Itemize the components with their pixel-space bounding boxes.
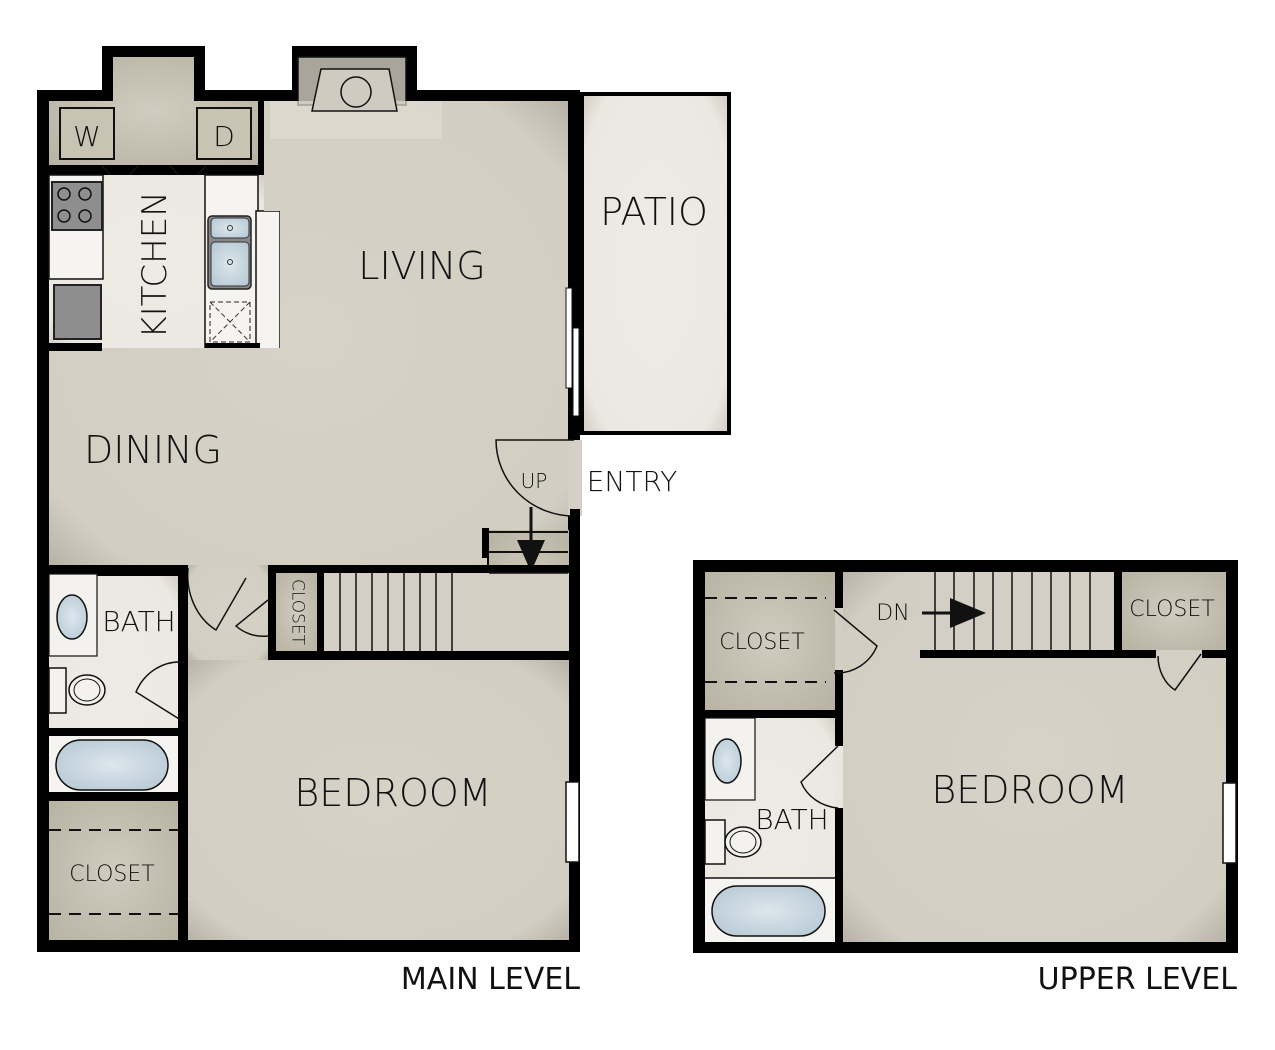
- main-bedroom: [188, 660, 569, 940]
- upper-bath-label: BATH: [755, 803, 829, 836]
- bedroom-closet: [49, 801, 178, 940]
- washer-label: W: [73, 120, 101, 153]
- hall-closet-label: CLOSET: [287, 578, 308, 646]
- stairs-arrow-icon: [517, 540, 545, 572]
- sink: [56, 594, 88, 640]
- dryer-label: D: [213, 120, 235, 153]
- bathtub: [711, 885, 826, 937]
- washer: [59, 107, 115, 160]
- patio: [580, 92, 731, 435]
- upper-level-plan: [693, 560, 1238, 953]
- kitchen-label: KITCHEN: [135, 191, 175, 339]
- upper-closet-right: [1122, 572, 1226, 650]
- entry-label: ENTRY: [586, 465, 678, 498]
- hall-closet: [276, 573, 317, 651]
- refrigerator: [53, 284, 102, 340]
- living-dining-room: [49, 101, 568, 565]
- main-bedroom-label: BEDROOM: [294, 771, 492, 815]
- living-label: LIVING: [358, 244, 486, 288]
- stairs-up-label: UP: [520, 469, 548, 493]
- upper-closet-right-label: CLOSET: [1129, 597, 1215, 622]
- window: [1222, 782, 1237, 864]
- stairs: [324, 573, 569, 651]
- bathtub: [55, 739, 169, 791]
- main-level-plan: [37, 46, 582, 952]
- upper-closet-left: [705, 572, 835, 710]
- dining-label: DINING: [84, 428, 222, 472]
- upper-level-caption: UPPER LEVEL: [1037, 962, 1237, 997]
- stairs-down-label: DN: [876, 601, 910, 626]
- fireplace: [311, 68, 398, 112]
- dryer: [196, 107, 252, 160]
- main-level-caption: MAIN LEVEL: [400, 962, 580, 997]
- breakfast-bar: [255, 210, 281, 350]
- main-bath-label: BATH: [102, 605, 176, 638]
- stove: [51, 181, 103, 231]
- patio-label: PATIO: [600, 190, 708, 234]
- upper-closet-left-label: CLOSET: [719, 630, 805, 655]
- sink: [712, 738, 742, 784]
- upper-bedroom-label: BEDROOM: [931, 768, 1129, 812]
- dishwasher: [209, 301, 251, 343]
- bedroom-closet-label: CLOSET: [69, 862, 155, 887]
- window: [565, 781, 580, 863]
- stairs-arrow-icon: [950, 598, 986, 628]
